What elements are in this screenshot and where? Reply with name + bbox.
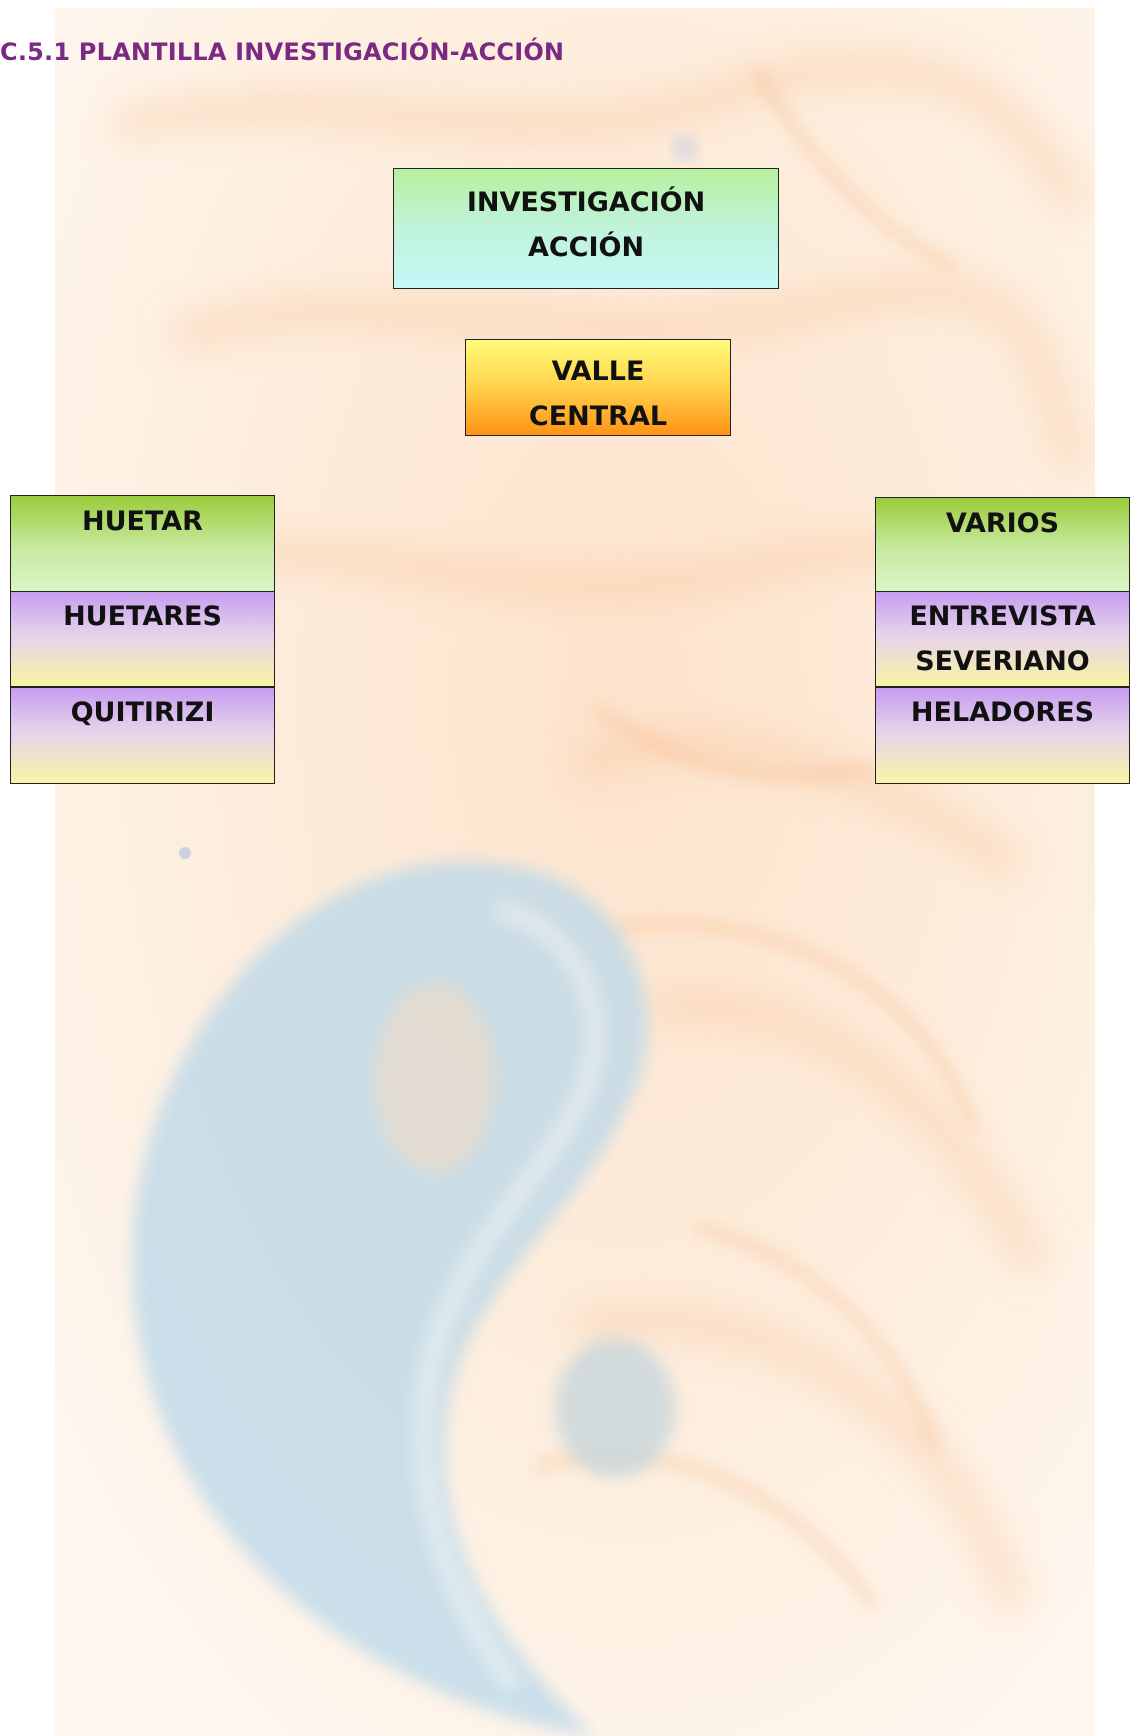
box-quitirizi: QUITIRIZI [10,687,275,784]
box-valle-central-line2: CENTRAL [466,394,730,436]
box-huetares: HUETARES [10,591,275,687]
box-entrevista-severiano-line2: SEVERIANO [876,639,1129,684]
box-huetar-label: HUETAR [11,499,274,544]
page-title: C.5.1 PLANTILLA INVESTIGACIÓN-ACCIÓN [0,38,564,66]
box-investigacion-accion-line2: ACCIÓN [394,225,778,270]
box-huetar: HUETAR [10,495,275,592]
box-heladores-label: HELADORES [876,690,1129,735]
box-huetares-label: HUETARES [11,594,274,639]
box-entrevista-severiano-line1: ENTREVISTA [876,594,1129,639]
box-varios-label: VARIOS [876,501,1129,546]
box-varios: VARIOS [875,497,1130,592]
box-quitirizi-label: QUITIRIZI [11,690,274,735]
box-investigacion-accion: INVESTIGACIÓN ACCIÓN [393,168,779,289]
box-valle-central-line1: VALLE [466,349,730,394]
box-investigacion-accion-line1: INVESTIGACIÓN [394,180,778,225]
box-entrevista-severiano: ENTREVISTA SEVERIANO [875,591,1130,687]
box-heladores: HELADORES [875,687,1130,784]
box-valle-central: VALLE CENTRAL [465,339,731,436]
